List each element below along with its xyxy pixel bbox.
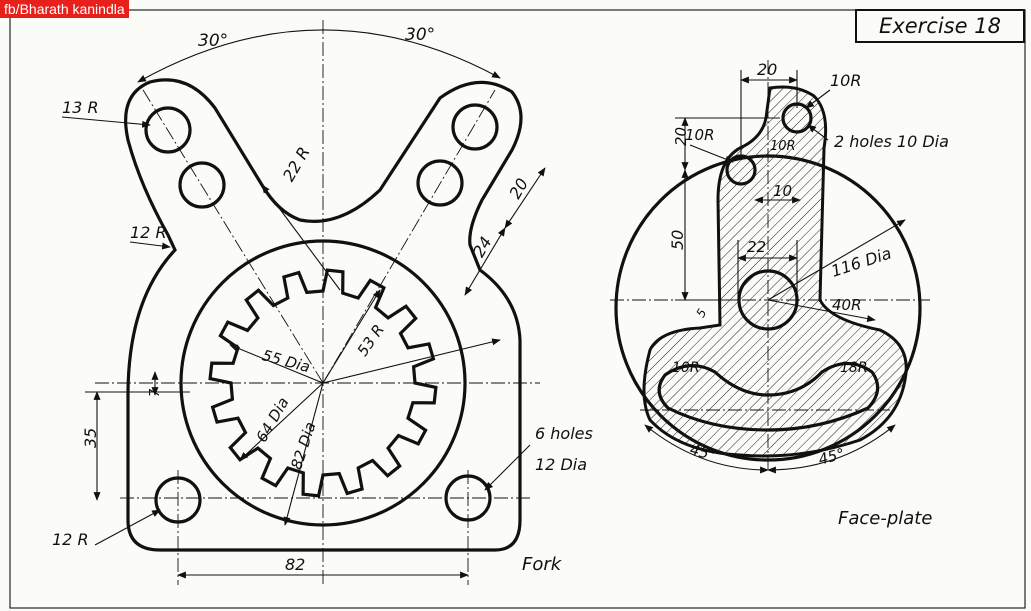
fp-r10-top: 10R — [830, 71, 861, 90]
fp-d50: 50 — [668, 230, 687, 250]
faceplate-slot — [657, 361, 880, 432]
fork-dia55: 55 Dia — [260, 346, 312, 376]
fork-drawing — [61, 20, 546, 585]
fork-hole — [451, 103, 499, 151]
fork-hole — [416, 159, 464, 207]
fp-r10-left: 10R — [685, 126, 715, 144]
title-box — [855, 9, 1025, 43]
fork-angle-left: 30° — [198, 31, 228, 51]
fork-caption: Fork — [522, 554, 563, 575]
fp-d20-top: 20 — [757, 60, 777, 79]
fork-d20: 20 — [505, 175, 532, 202]
fork-hole — [178, 161, 226, 209]
fork-holes-line1: 6 holes — [535, 424, 593, 443]
faceplate-drawing — [610, 60, 930, 474]
fp-holes: 2 holes 10 Dia — [834, 132, 949, 151]
fp-r18: 18R — [840, 360, 868, 376]
fork-d35: 35 — [81, 428, 100, 448]
fp-r10-low: 10R — [672, 360, 700, 376]
watermark-label: fb/Bharath kanindla — [0, 0, 129, 18]
fp-r40: 40R — [832, 296, 862, 314]
fork-dia82: 82 Dia — [287, 420, 319, 472]
fork-r22: 22 R — [279, 143, 314, 184]
fork-dia64: 64 Dia — [253, 394, 293, 445]
fork-holes-line2: 12 Dia — [535, 455, 587, 474]
faceplate-caption: Face-plate — [838, 508, 932, 529]
fork-hole — [144, 106, 192, 154]
sheet-border — [9, 9, 1026, 609]
fork-r12-upper: 12 R — [130, 223, 167, 242]
fork-d7: 7 — [148, 388, 163, 397]
exercise-title: Exercise 18 — [879, 14, 1001, 38]
fp-d5: 5 — [693, 306, 709, 320]
fp-d10: 10 — [773, 182, 792, 200]
fp-dia116: 116 Dia — [829, 243, 894, 280]
fork-width82: 82 — [285, 555, 305, 574]
fp-r10-mid: 10R — [770, 139, 796, 154]
fork-angle-right: 30° — [405, 25, 435, 45]
fork-r53: 53 R — [354, 321, 388, 359]
fp-d20-side: 20 — [672, 127, 690, 146]
fork-r13: 13 R — [62, 98, 99, 117]
fp-d22: 22 — [747, 238, 766, 256]
fork-r12-lower: 12 R — [52, 530, 89, 549]
